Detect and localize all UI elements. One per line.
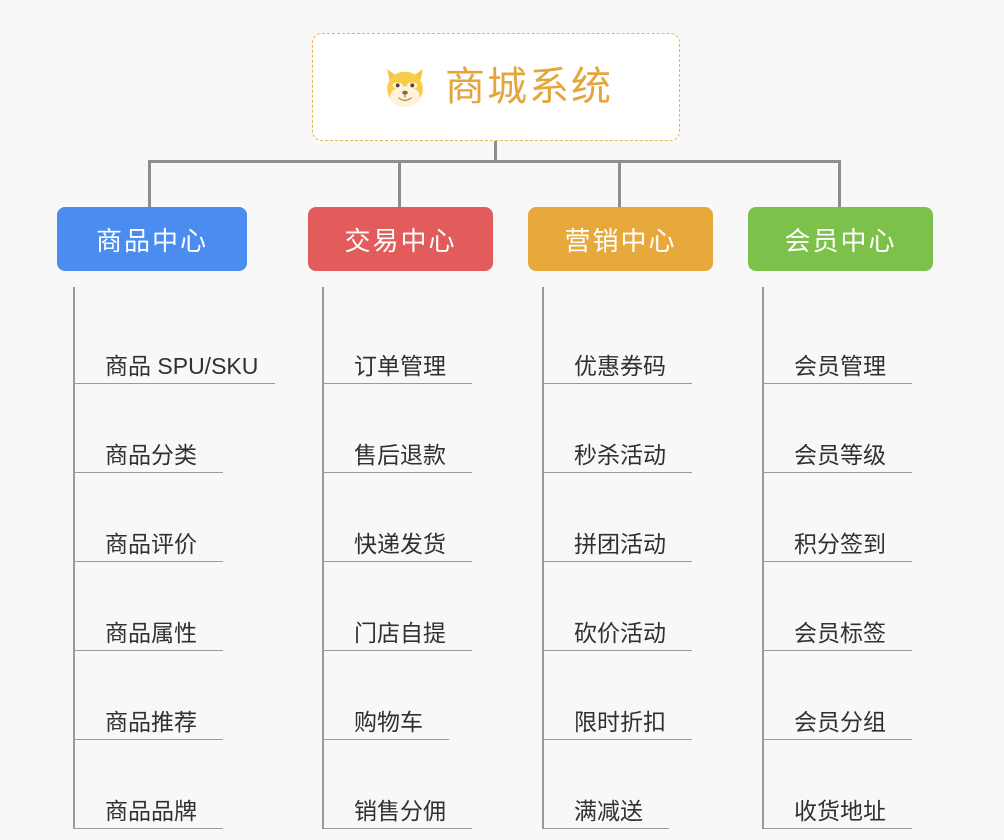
leaf-item[interactable]: 商品 SPU/SKU [75, 295, 275, 384]
leaf-item[interactable]: 秒杀活动 [544, 384, 713, 473]
leaf-label: 秒杀活动 [574, 442, 666, 468]
leaf-underline [544, 383, 692, 384]
category-label: 营销中心 [564, 225, 677, 256]
leaf-item[interactable]: 门店自提 [324, 562, 493, 651]
category-label: 会员中心 [784, 225, 897, 256]
leaf-item[interactable]: 商品分类 [75, 384, 247, 473]
leaf-list-marketing-center: 优惠券码 秒杀活动 拼团活动 砍价活动 限时折扣 满减送 [542, 287, 713, 829]
leaf-underline [324, 650, 472, 651]
connector-drop-2 [398, 160, 401, 208]
leaf-underline [75, 383, 275, 384]
connector-drop-4 [838, 160, 841, 208]
leaf-label: 满减送 [574, 798, 643, 824]
leaf-item[interactable]: 快递发货 [324, 473, 493, 562]
leaf-underline [764, 739, 912, 740]
leaf-item[interactable]: 砍价活动 [544, 562, 713, 651]
leaf-underline [764, 472, 912, 473]
leaf-item[interactable]: 收货地址 [764, 740, 933, 829]
connector-bus [148, 160, 840, 163]
leaf-item[interactable]: 商品属性 [75, 562, 247, 651]
branch-member-center: 会员中心 会员管理 会员等级 积分签到 会员标签 会员分组 [748, 207, 933, 829]
leaf-label: 拼团活动 [574, 531, 666, 557]
category-box-trade-center[interactable]: 交易中心 [308, 207, 493, 271]
leaf-label: 销售分佣 [354, 798, 446, 824]
leaf-label: 会员管理 [794, 353, 886, 379]
leaf-item[interactable]: 会员等级 [764, 384, 933, 473]
leaf-item[interactable]: 会员分组 [764, 651, 933, 740]
branch-marketing-center: 营销中心 优惠券码 秒杀活动 拼团活动 砍价活动 限时折扣 [528, 207, 713, 829]
leaf-item[interactable]: 满减送 [544, 740, 713, 829]
leaf-item[interactable]: 会员标签 [764, 562, 933, 651]
leaf-list-trade-center: 订单管理 售后退款 快递发货 门店自提 购物车 销售分佣 [322, 287, 493, 829]
leaf-underline [75, 650, 223, 651]
leaf-underline [544, 561, 692, 562]
branch-trade-center: 交易中心 订单管理 售后退款 快递发货 门店自提 购物车 [308, 207, 493, 829]
leaf-underline [764, 828, 912, 829]
category-box-product-center[interactable]: 商品中心 [57, 207, 247, 271]
category-label: 交易中心 [344, 225, 457, 256]
leaf-label: 订单管理 [354, 353, 446, 379]
leaf-underline [324, 472, 472, 473]
leaf-label: 会员标签 [794, 620, 886, 646]
leaf-underline [324, 739, 449, 740]
leaf-item[interactable]: 订单管理 [324, 295, 493, 384]
leaf-underline [764, 383, 912, 384]
connector-drop-1 [148, 160, 151, 208]
leaf-label: 门店自提 [354, 620, 446, 646]
leaf-label: 商品属性 [105, 620, 197, 646]
leaf-underline [544, 472, 692, 473]
leaf-item[interactable]: 拼团活动 [544, 473, 713, 562]
leaf-underline [75, 828, 223, 829]
category-label: 商品中心 [95, 225, 208, 256]
leaf-underline [544, 650, 692, 651]
leaf-underline [544, 828, 669, 829]
leaf-item[interactable]: 售后退款 [324, 384, 493, 473]
leaf-list-product-center: 商品 SPU/SKU 商品分类 商品评价 商品属性 商品推荐 商品品牌 [73, 287, 275, 829]
branch-product-center: 商品中心 商品 SPU/SKU 商品分类 商品评价 商品属性 商品推荐 [57, 207, 275, 829]
category-box-member-center[interactable]: 会员中心 [748, 207, 933, 271]
leaf-label: 商品推荐 [105, 709, 197, 735]
leaf-item[interactable]: 购物车 [324, 651, 493, 740]
leaf-underline [75, 472, 223, 473]
category-box-marketing-center[interactable]: 营销中心 [528, 207, 713, 271]
root-title: 商城系统 [445, 65, 613, 109]
leaf-underline [764, 650, 912, 651]
leaf-item[interactable]: 商品推荐 [75, 651, 247, 740]
leaf-underline [324, 383, 472, 384]
leaf-label: 积分签到 [794, 531, 886, 557]
leaf-underline [544, 739, 692, 740]
leaf-item[interactable]: 商品品牌 [75, 740, 247, 829]
leaf-underline [324, 561, 472, 562]
shiba-dog-face-icon [379, 61, 431, 113]
leaf-label: 收货地址 [794, 798, 886, 824]
leaf-label: 商品品牌 [105, 798, 197, 824]
connector-root-stem [494, 141, 497, 163]
leaf-label: 售后退款 [354, 442, 446, 468]
leaf-label: 限时折扣 [574, 709, 666, 735]
leaf-label: 购物车 [354, 709, 423, 735]
leaf-underline [324, 828, 472, 829]
leaf-item[interactable]: 积分签到 [764, 473, 933, 562]
leaf-label: 商品评价 [105, 531, 197, 557]
leaf-label: 会员等级 [794, 442, 886, 468]
leaf-label: 商品分类 [105, 442, 197, 468]
leaf-label: 砍价活动 [574, 620, 666, 646]
leaf-item[interactable]: 优惠券码 [544, 295, 713, 384]
root-node[interactable]: 商城系统 [312, 33, 680, 141]
leaf-item[interactable]: 会员管理 [764, 295, 933, 384]
leaf-item[interactable]: 限时折扣 [544, 651, 713, 740]
leaf-underline [764, 561, 912, 562]
leaf-list-member-center: 会员管理 会员等级 积分签到 会员标签 会员分组 收货地址 [762, 287, 933, 829]
leaf-label: 会员分组 [794, 709, 886, 735]
connector-drop-3 [618, 160, 621, 208]
leaf-underline [75, 739, 223, 740]
leaf-label: 商品 SPU/SKU [105, 353, 259, 379]
leaf-underline [75, 561, 223, 562]
leaf-item[interactable]: 商品评价 [75, 473, 247, 562]
leaf-label: 优惠券码 [574, 353, 666, 379]
leaf-label: 快递发货 [354, 531, 446, 557]
leaf-item[interactable]: 销售分佣 [324, 740, 493, 829]
